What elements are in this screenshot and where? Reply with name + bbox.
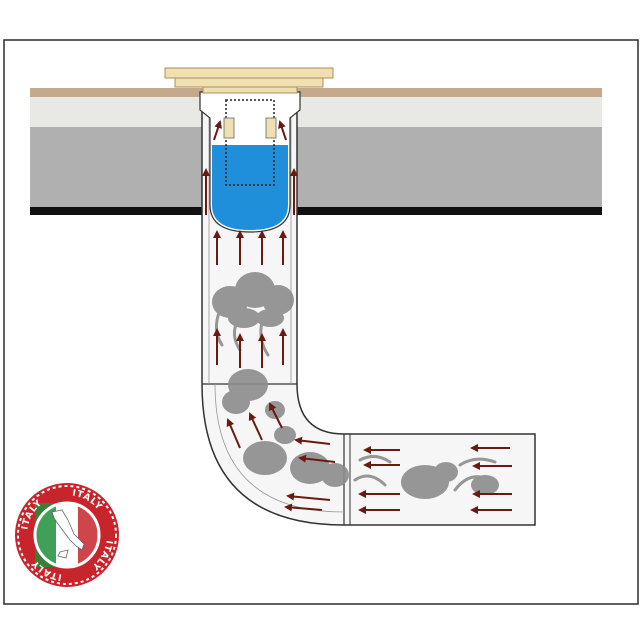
airflow-arrow (213, 120, 222, 141)
airflow-arrow (248, 412, 263, 441)
floor-tile-layer (30, 88, 602, 97)
drain-trap (199, 91, 301, 233)
airflow-arrow (294, 436, 331, 445)
trap-insert-outline (225, 99, 275, 186)
grate-top (164, 67, 334, 79)
airflow-arrow (269, 402, 283, 429)
italy-map-icon (51, 509, 85, 559)
airflow-arrow (278, 120, 287, 141)
grate-middle (174, 77, 324, 88)
airflow-arrow (298, 454, 336, 463)
airflow-arrows (202, 120, 512, 514)
italy-seal: ITALY ITALY ITALY ITALY (15, 483, 119, 587)
grate-collar (202, 86, 298, 94)
floor-section (30, 88, 602, 215)
airflow-arrow (226, 418, 241, 449)
airflow-arrow (284, 503, 323, 512)
slab-bottom-edge (30, 207, 602, 215)
drain-grate (164, 67, 334, 94)
trap-tab-left (223, 117, 235, 139)
trap-tab-right (265, 117, 277, 139)
airflow-arrow (286, 492, 331, 501)
concrete-slab (30, 127, 602, 207)
screed-layer (30, 97, 602, 127)
water-seal (212, 145, 288, 230)
